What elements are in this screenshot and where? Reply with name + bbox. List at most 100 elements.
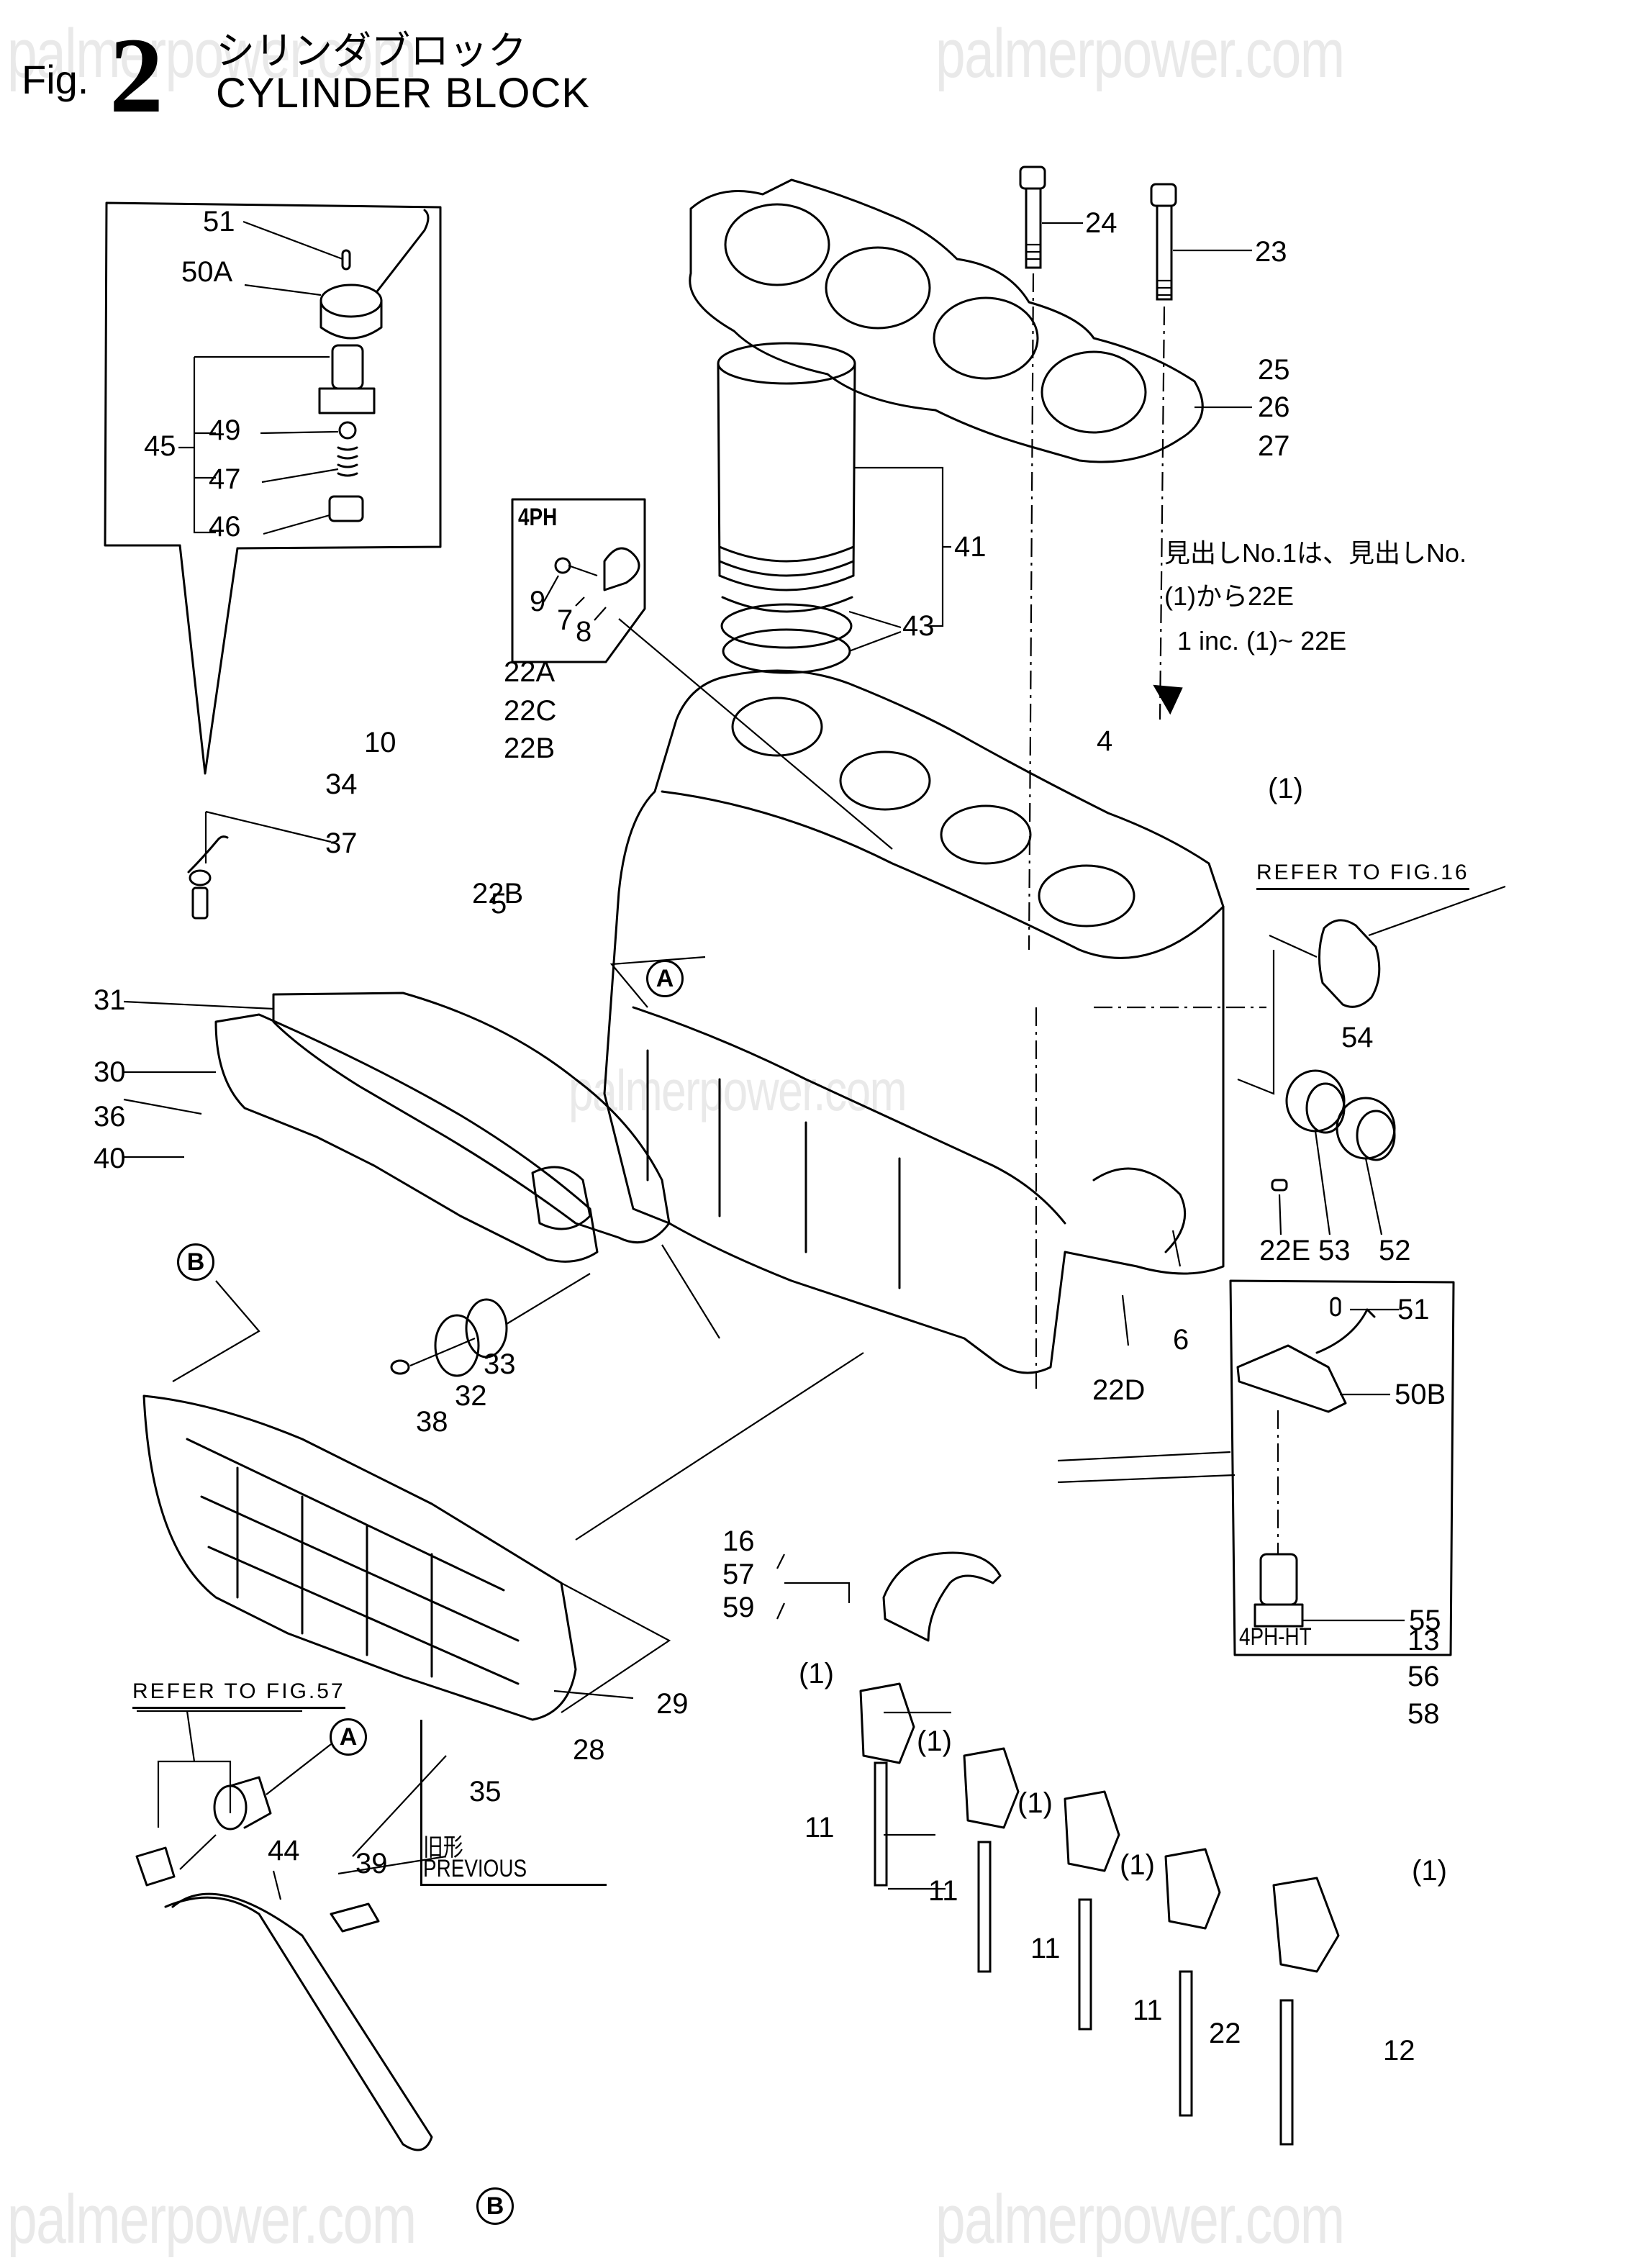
callout-49: 49 <box>209 414 241 446</box>
callout-11: 11 <box>928 1875 958 1907</box>
callout-56: 56 <box>1407 1661 1440 1692</box>
callout-22: 22 <box>1209 2018 1241 2049</box>
callout-45: 45 <box>144 430 176 462</box>
callout-35: 35 <box>469 1776 502 1807</box>
fig-number: 2 <box>109 16 163 135</box>
callout-25: 25 <box>1258 354 1290 386</box>
oil-switch-and-dipstick <box>135 1710 447 2151</box>
callout-1: (1) <box>1120 1849 1155 1881</box>
callout-22c: 22C <box>504 695 557 727</box>
callout-32: 32 <box>455 1380 487 1412</box>
ph4-ht-inset <box>1057 1279 1455 1656</box>
callout-8: 8 <box>576 616 592 648</box>
ph4-label: 4PH <box>518 504 558 531</box>
callout-23: 23 <box>1255 236 1287 268</box>
fig-prefix: Fig. <box>22 57 89 102</box>
callout-44: 44 <box>268 1835 300 1866</box>
callout-39: 39 <box>355 1848 388 1879</box>
callout-7: 7 <box>557 604 574 636</box>
callout-51: 51 <box>203 206 235 237</box>
ph4-inset <box>511 498 893 850</box>
front-cover-seals <box>1121 885 1506 1346</box>
watermark: palmerpower.com <box>7 15 417 92</box>
side-cover-and-gasket <box>123 992 720 1377</box>
head-gasket <box>689 178 1204 463</box>
previous-label-en: PREVIOUS <box>423 1855 527 1882</box>
callout-37: 37 <box>325 827 358 859</box>
connector-b: B <box>177 1243 214 1281</box>
callout-46: 46 <box>209 511 241 543</box>
cylinder-block <box>603 669 1266 1389</box>
callout-50b: 50B <box>1395 1379 1446 1410</box>
callout-22a: 22A <box>504 656 556 688</box>
callout-4: 4 <box>1097 725 1113 757</box>
callout-29: 29 <box>656 1688 689 1720</box>
callout-1: (1) <box>1412 1855 1447 1887</box>
callout-22b: 22B <box>472 878 524 910</box>
oil-jet-inset <box>104 201 442 775</box>
callout-9: 9 <box>530 586 546 617</box>
callout-33: 33 <box>484 1348 516 1380</box>
note-jp-line1: 見出しNo.1は、見出しNo. <box>1164 538 1467 568</box>
callout-31: 31 <box>94 984 126 1016</box>
oil-pan <box>142 1280 864 1721</box>
refer-fig16-label: REFER TO FIG.16 <box>1256 861 1469 890</box>
ph4-ht-label: 4PH-HT <box>1239 1623 1312 1651</box>
callout-36: 36 <box>94 1101 126 1133</box>
callout-5: 5 <box>491 888 507 920</box>
main-bearing-caps <box>776 1551 1340 2146</box>
callout-24: 24 <box>1085 207 1118 239</box>
callout-30: 30 <box>94 1056 126 1088</box>
callout-12: 12 <box>1383 2035 1415 2067</box>
callout-34: 34 <box>325 768 358 800</box>
callout-11: 11 <box>1133 1995 1163 2026</box>
callout-47: 47 <box>209 463 241 495</box>
callout-38: 38 <box>416 1406 448 1438</box>
callout-28: 28 <box>573 1734 605 1766</box>
watermark: palmerpower.com <box>935 15 1345 92</box>
title-english: CYLINDER BLOCK <box>216 70 591 117</box>
callout-43: 43 <box>902 610 935 642</box>
refer-fig57-label: REFER TO FIG.57 <box>132 1679 345 1709</box>
watermark: palmerpower.com <box>568 1058 907 1122</box>
callout-1: (1) <box>799 1658 834 1689</box>
callout-26: 26 <box>1258 391 1290 423</box>
callout-11: 11 <box>1030 1933 1061 1964</box>
callout-53: 53 <box>1318 1235 1351 1266</box>
callout-55: 55 <box>1409 1605 1441 1636</box>
note-jp-line2: (1)から22E <box>1164 581 1295 611</box>
callout-27: 27 <box>1258 430 1290 462</box>
oil-jet-small <box>187 810 332 920</box>
callout-16: 16 <box>722 1525 755 1557</box>
callout-52: 52 <box>1379 1235 1411 1266</box>
callout-57: 57 <box>722 1559 755 1590</box>
callout-58: 58 <box>1407 1698 1440 1730</box>
title-japanese: シリンダブロック <box>216 28 527 73</box>
callout-11: 11 <box>804 1812 835 1843</box>
callout-22d: 22D <box>1092 1374 1146 1406</box>
previous-inset-box <box>420 1720 607 1886</box>
callout-6: 6 <box>1173 1324 1189 1356</box>
callout-1: (1) <box>1268 773 1303 804</box>
connector-a: A <box>646 960 684 997</box>
note-en-line: 1 inc. (1)~ 22E <box>1177 626 1347 656</box>
callout-10: 10 <box>364 727 396 758</box>
previous-label-jp: 旧形 <box>423 1834 463 1861</box>
connector-a: A <box>330 1718 367 1756</box>
callout-13: 13 <box>1407 1625 1440 1656</box>
callout-51: 51 <box>1397 1294 1430 1325</box>
callout-50a: 50A <box>181 256 233 288</box>
callout-1: (1) <box>917 1725 952 1757</box>
callout-40: 40 <box>94 1143 126 1174</box>
connector-b: B <box>476 2187 514 2225</box>
callout-22b: 22B <box>504 732 556 764</box>
cylinder-liner <box>717 342 951 674</box>
watermark: palmerpower.com <box>7 2181 417 2258</box>
callout-1: (1) <box>1017 1787 1053 1819</box>
callout-22e: 22E <box>1259 1235 1311 1266</box>
callout-59: 59 <box>722 1592 755 1623</box>
callout-41: 41 <box>954 531 987 563</box>
watermark: palmerpower.com <box>935 2181 1345 2258</box>
